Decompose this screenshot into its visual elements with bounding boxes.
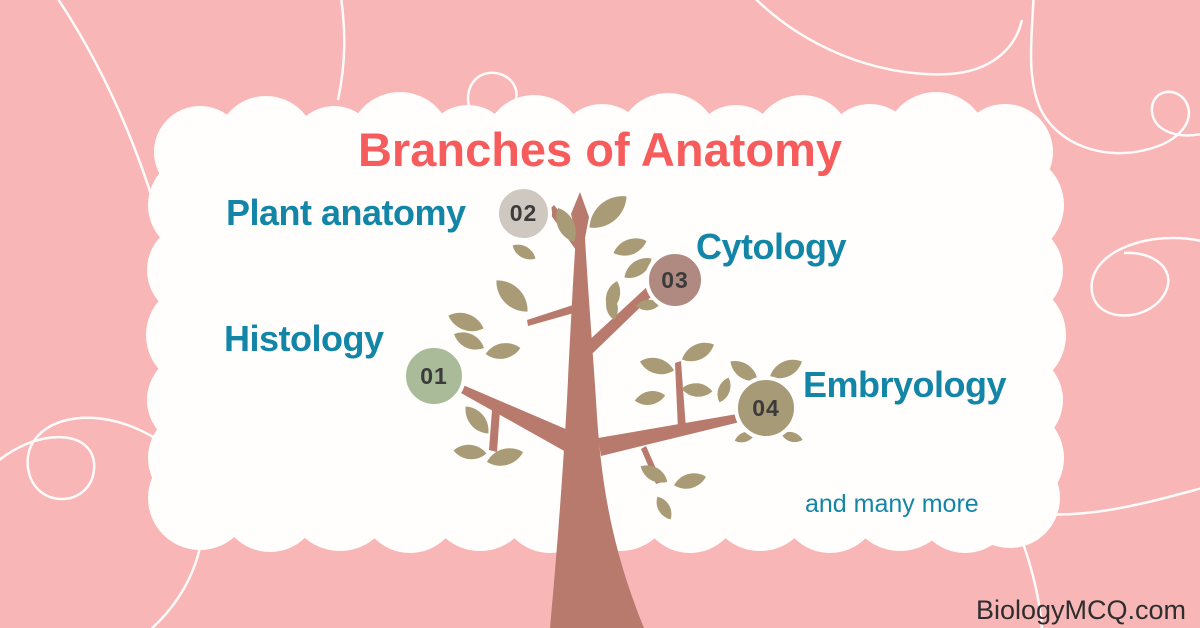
branch-number-circle-04: 04 [734,376,798,440]
branch-number-circle-01: 01 [402,344,466,408]
branch-label-histology: Histology [224,318,384,359]
branch-number-circle-03: 03 [645,250,705,310]
page-title: Branches of Anatomy [357,123,843,176]
watermark-site-name: BiologyMCQ.com [975,595,1186,625]
branch-label-cytology: Cytology [696,226,847,267]
tree-trunk [461,192,744,628]
footnote-and-many-more: and many more [805,490,979,518]
branch-number-04: 04 [752,394,780,421]
branch-number-circle-02: 02 [495,185,552,242]
branch-label-embryology: Embryology [803,364,1007,405]
branch-label-plant-anatomy: Plant anatomy [226,192,466,233]
branch-number-01: 01 [420,362,448,389]
branch-number-03: 03 [661,266,689,293]
branch-number-02: 02 [509,200,538,226]
